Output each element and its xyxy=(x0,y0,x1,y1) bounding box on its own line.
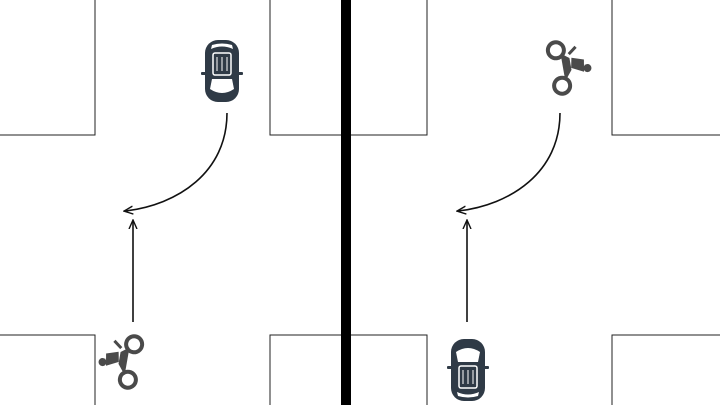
motorcycle-icon xyxy=(545,40,592,96)
car-icon xyxy=(201,40,243,102)
left-bottom-right-corner xyxy=(269,334,343,405)
right-bottom-left-corner xyxy=(351,334,428,405)
motorcycle-icon xyxy=(98,334,145,390)
right-intersection-road-edges xyxy=(351,0,720,405)
left-top-left-corner xyxy=(0,0,96,136)
right-top-left-corner xyxy=(351,0,428,136)
left-intersection-road-edges xyxy=(0,0,343,405)
left-bottom-left-corner xyxy=(0,334,96,405)
right-turn-path-arrow xyxy=(458,112,561,211)
left-turn-path-arrow xyxy=(125,112,228,211)
right-bottom-right-corner xyxy=(611,334,720,405)
right-top-right-corner xyxy=(611,0,720,136)
car-icon xyxy=(447,339,489,401)
panel-divider xyxy=(341,0,351,405)
left-top-right-corner xyxy=(269,0,343,136)
